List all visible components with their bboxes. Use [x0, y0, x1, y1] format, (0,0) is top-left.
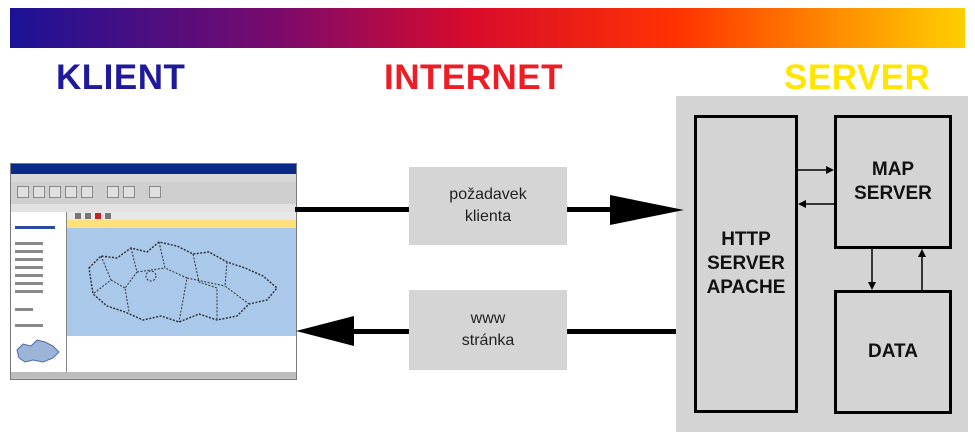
layer-item: [15, 282, 43, 285]
layer-item: [15, 274, 43, 277]
http-server-box: HTTP SERVER APACHE: [694, 115, 798, 413]
browser-title-bar: [11, 164, 296, 174]
internet-heading: INTERNET: [384, 58, 563, 97]
server-heading: SERVER: [784, 58, 931, 97]
map-status-bar: [67, 220, 296, 228]
client-browser-window: [10, 163, 297, 380]
zoom-out-icon: [85, 213, 91, 219]
layer-item: [15, 258, 43, 261]
map-toolbar: [67, 212, 296, 220]
browser-status-bar: [11, 372, 296, 378]
map-layer-panel: [11, 212, 67, 378]
map-data-arrows-icon: [868, 249, 926, 290]
favorites-icon: [123, 186, 135, 198]
browser-toolbar: [11, 182, 296, 205]
stop-icon: [49, 186, 61, 198]
request-arrow-icon: [610, 195, 684, 225]
request-label: požadavek klienta: [409, 167, 567, 245]
pan-icon: [95, 213, 101, 219]
layer-item: [15, 290, 43, 293]
overview-map-icon: [13, 332, 63, 372]
browser-address-bar: [11, 204, 296, 212]
forward-icon: [33, 186, 45, 198]
layer-item: [15, 324, 43, 327]
back-icon: [17, 186, 29, 198]
search-icon: [107, 186, 119, 198]
browser-menu-bar: [11, 174, 296, 182]
czech-map-outline-icon: [88, 241, 278, 323]
http-map-arrows-icon: [798, 166, 834, 208]
layer-item: [15, 242, 43, 245]
response-label: www stránka: [409, 290, 567, 370]
layer-item: [15, 250, 43, 253]
panel-header: [15, 226, 55, 229]
layer-item: [15, 308, 33, 311]
refresh-icon: [65, 186, 77, 198]
layer-item: [15, 266, 43, 269]
map-footer: [67, 336, 296, 378]
response-arrow-icon: [296, 316, 354, 346]
client-heading: KLIENT: [56, 58, 186, 97]
header-gradient-bar: [10, 8, 965, 48]
home-icon: [81, 186, 93, 198]
map-server-box: MAP SERVER: [834, 115, 952, 249]
data-box: DATA: [834, 290, 952, 414]
map-view: [67, 228, 296, 336]
info-icon: [105, 213, 111, 219]
print-icon: [149, 186, 161, 198]
zoom-in-icon: [75, 213, 81, 219]
